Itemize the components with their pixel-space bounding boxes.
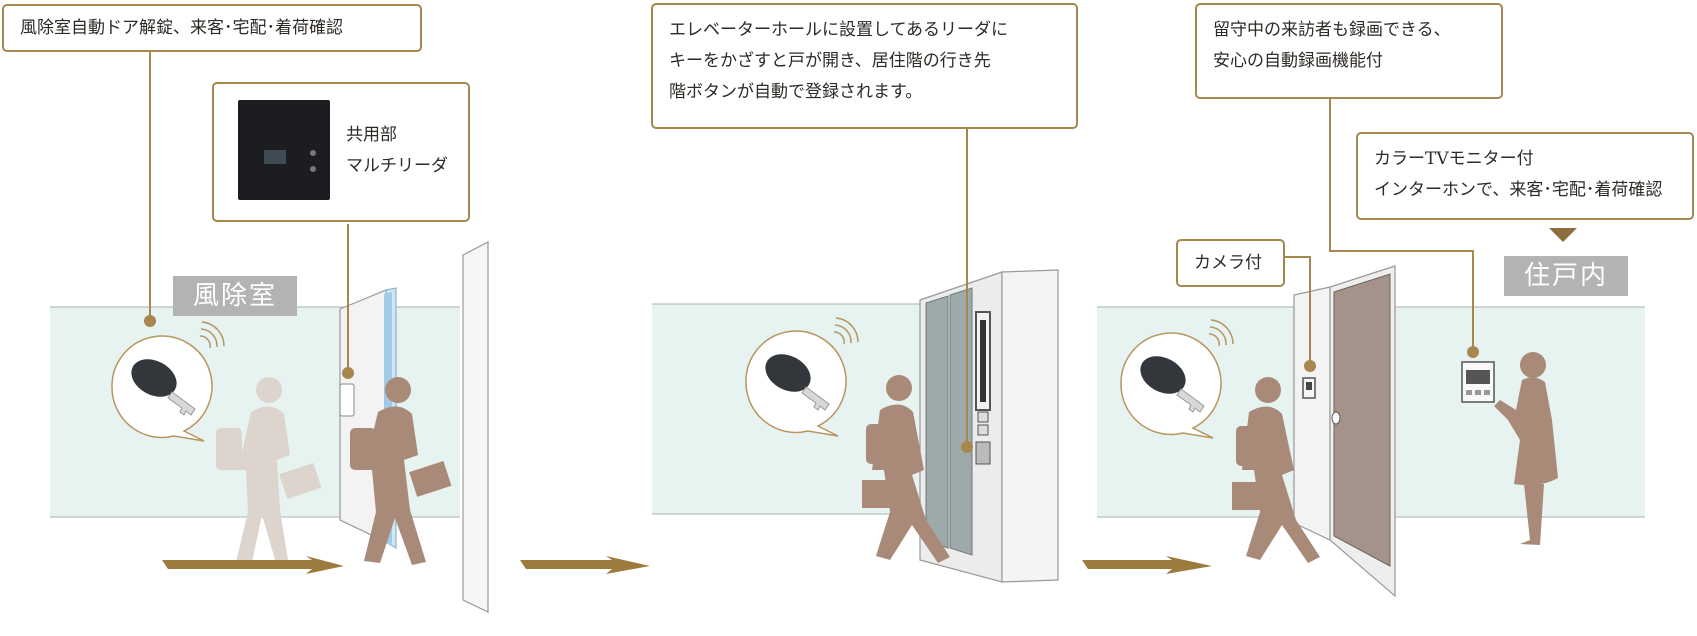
callout-camera-text: カメラ付 <box>1194 253 1262 273</box>
reader-label-line-1: 共用部 <box>346 125 397 145</box>
walk-arrow-icon <box>520 556 650 574</box>
callout-elevator-line-2: キーをかざすと戸が開き、居住階の行き先 <box>669 51 991 71</box>
callout-reader: 共用部 マルチリーダ <box>212 82 470 222</box>
callout-monitor-line-2: インターホンで、来客･宅配･着荷確認 <box>1374 180 1663 200</box>
callout-recording: 留守中の来訪者も録画できる、 安心の自動録画機能付 <box>1195 3 1503 99</box>
visitor-figure <box>350 377 452 565</box>
room-label-vestibule: 風除室 <box>173 276 298 316</box>
callout-elevator-line-3: 階ボタンが自動で登録されます。 <box>669 82 923 102</box>
callout-monitor-line-1: カラーTVモニター付 <box>1374 149 1534 169</box>
callout-entrance: 風除室自動ドア解錠、来客･宅配･着荷確認 <box>2 4 422 52</box>
pointer-triangle <box>1549 228 1577 242</box>
room-label-residence: 住戸内 <box>1504 256 1629 296</box>
callout-recording-line-2: 安心の自動録画機能付 <box>1213 51 1383 71</box>
resident-figure <box>862 375 950 563</box>
callout-elevator-line-1: エレベーターホールに設置してあるリーダに <box>669 20 1008 40</box>
key-fob-icon <box>1120 332 1222 439</box>
wireless-signal-icon <box>833 317 859 345</box>
reader-label-line-2: マルチリーダ <box>346 156 448 176</box>
elevator <box>919 269 1059 583</box>
callout-recording-line-1: 留守中の来訪者も録画できる、 <box>1213 20 1451 40</box>
host-figure <box>1494 352 1558 545</box>
walk-arrow-icon <box>162 556 344 574</box>
wireless-signal-icon <box>199 321 225 349</box>
wireless-signal-icon <box>1208 319 1234 347</box>
camera-icon <box>1302 377 1316 399</box>
key-fob-icon <box>745 330 847 437</box>
visitor-figure-faded <box>216 377 322 563</box>
partition-wall <box>462 241 489 613</box>
residence-door <box>1293 265 1396 598</box>
callout-monitor: カラーTVモニター付 インターホンで、来客･宅配･着荷確認 <box>1356 132 1694 220</box>
resident-figure <box>1232 377 1320 563</box>
callout-entrance-text: 風除室自動ドア解錠、来客･宅配･着荷確認 <box>20 18 343 38</box>
walk-arrow-icon <box>1082 556 1212 574</box>
key-fob-icon <box>111 335 213 442</box>
callout-elevator: エレベーターホールに設置してあるリーダに キーをかざすと戸が開き、居住階の行き先… <box>651 3 1078 129</box>
multi-reader-icon <box>238 100 330 200</box>
callout-camera: カメラ付 <box>1176 239 1285 287</box>
intercom-monitor-icon <box>1461 361 1495 403</box>
